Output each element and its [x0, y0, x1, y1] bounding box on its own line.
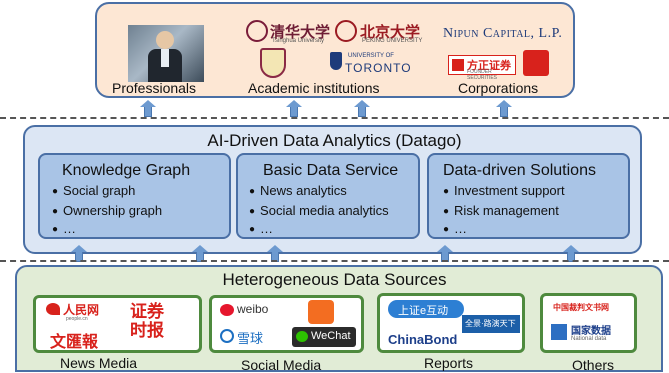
module-bullet: Social media analytics: [249, 203, 389, 218]
weibo-icon: [220, 304, 234, 316]
founder-securities-logo: 方正证券 FOUNDER SECURITIES: [448, 55, 516, 81]
news-media-group: 人民网 people.cn 文匯報 证券时报: [33, 295, 202, 353]
module-bullet: …: [249, 221, 273, 236]
wenhui-logo: 文匯報: [50, 334, 99, 351]
module-title: Knowledge Graph: [62, 162, 191, 179]
national-data-logo-en: National data: [571, 336, 607, 342]
tsinghua-seal-icon: [246, 20, 268, 42]
tsinghua-logo: 清华大学: [270, 25, 331, 41]
others-label: Others: [572, 357, 615, 373]
wechat-badge: WeChat: [292, 327, 356, 347]
toronto-logo: TORONTO: [345, 61, 412, 75]
module-title: Basic Data Service: [263, 162, 399, 179]
module-basic-data-service: Basic Data Service News analytics Social…: [236, 153, 420, 239]
tsinghua-logo-sub: Tsinghua University: [272, 38, 325, 44]
social-media-group: weibo 雪球 WeChat: [209, 295, 364, 353]
social-media-label: Social Media: [241, 357, 322, 373]
reports-group: 上证e互动 全景·路演天下 ChinaBond: [377, 293, 525, 353]
wechat-logo: WeChat: [311, 330, 351, 342]
professionals-label: Professionals: [112, 80, 197, 96]
founder-mark-icon: [452, 59, 464, 71]
module-bullet: Ownership graph: [52, 203, 162, 218]
quanjing-badge: 全景·路演天下: [462, 315, 520, 333]
reports-label: Reports: [424, 355, 474, 371]
toronto-crest-icon: [330, 52, 342, 70]
module-bullet: Social graph: [52, 183, 135, 198]
renmin-mark-icon: [46, 303, 60, 315]
sse-badge: 上证e互动: [388, 300, 464, 318]
weibo-logo: weibo: [237, 302, 269, 316]
renmin-logo-sub: people.cn: [66, 316, 88, 322]
founder-securities-sub: FOUNDER SECURITIES: [467, 69, 498, 81]
red-app-icon: [308, 300, 334, 324]
national-data-logo: 国家数据: [571, 326, 611, 337]
corporations-label: Corporations: [458, 80, 539, 96]
renmin-logo: 人民网: [63, 303, 100, 317]
person-head: [156, 31, 174, 49]
person-shirt: [161, 49, 169, 67]
toronto-logo-top: UNIVERSITY OF: [348, 53, 394, 59]
xueqiu-logo: 雪球: [237, 331, 264, 346]
module-bullet: News analytics: [249, 183, 347, 198]
securities-times-logo: 证券时报: [130, 302, 164, 340]
layer-divider: [0, 117, 669, 119]
module-title: Data-driven Solutions: [443, 162, 596, 179]
peking-logo-sub: PEKING UNIVERSITY: [362, 38, 423, 44]
wechat-icon: [296, 331, 308, 342]
professional-photo: [128, 25, 204, 82]
red-stamp-logo-icon: [523, 50, 549, 76]
layer-divider: [0, 260, 669, 262]
xueqiu-icon: [220, 329, 234, 343]
analytics-title: AI-Driven Data Analytics (Datago): [207, 131, 462, 150]
national-data-icon: [551, 324, 567, 340]
cuhk-crest-icon: [260, 48, 286, 78]
nipun-capital-logo: Nipun Capital, L.P.: [443, 26, 563, 41]
peking-seal-icon: [335, 20, 357, 42]
chinabond-logo: ChinaBond: [388, 332, 458, 347]
module-bullet: …: [443, 221, 467, 236]
quanjing-logo: 全景·路演天下: [465, 319, 516, 328]
academic-institutions-label: Academic institutions: [248, 80, 380, 96]
sse-logo: 上证e互动: [398, 305, 449, 317]
module-knowledge-graph: Knowledge Graph Social graph Ownership g…: [38, 153, 231, 239]
news-media-label: News Media: [60, 355, 138, 371]
module-bullet: Risk management: [443, 203, 559, 218]
cninfo-logo: 中国裁判文书网: [553, 303, 609, 312]
module-bullet: …: [52, 221, 76, 236]
module-data-driven-solutions: Data-driven Solutions Investment support…: [427, 153, 630, 239]
data-sources-title: Heterogeneous Data Sources: [222, 270, 447, 289]
others-group: 中国裁判文书网 国家数据 National data: [540, 293, 637, 353]
module-bullet: Investment support: [443, 183, 565, 198]
founder-securities-text: 方正证券: [467, 60, 511, 72]
peking-logo: 北京大学: [360, 25, 421, 41]
